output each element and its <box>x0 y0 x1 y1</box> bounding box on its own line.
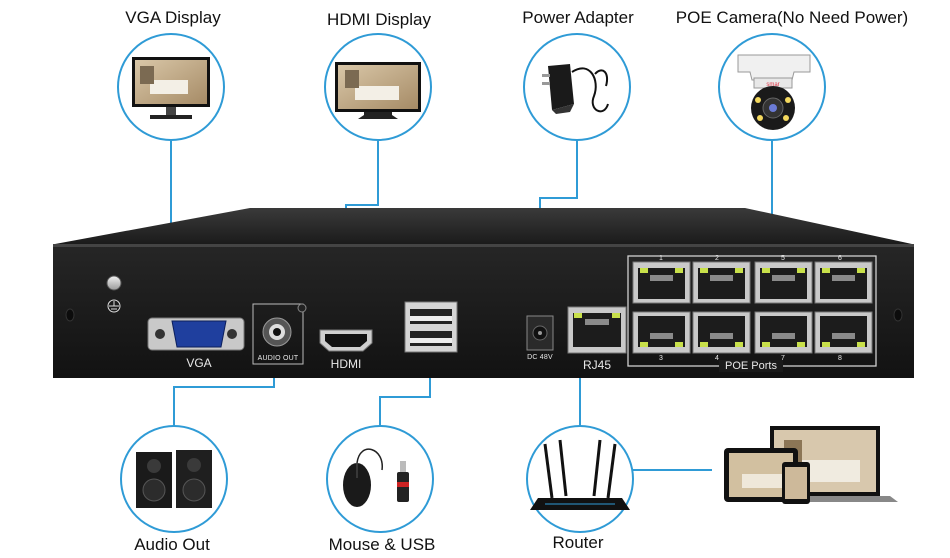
poe-port-5[interactable] <box>754 261 813 304</box>
nvr-left-screw <box>65 308 75 322</box>
power-adapter-icon <box>542 64 609 114</box>
audio-out-frame <box>252 303 304 365</box>
router-icon <box>530 439 630 510</box>
router-label: Router <box>552 533 604 552</box>
power-adapter-label: Power Adapter <box>522 8 634 27</box>
poe-port-6[interactable] <box>814 261 873 304</box>
nvr-right-screw <box>893 308 903 322</box>
usb-ports[interactable] <box>404 301 458 353</box>
rj45-panel-label: RJ45 <box>582 358 612 372</box>
dc-power-panel-label: DC 48V <box>527 354 553 361</box>
poe-port-3[interactable] <box>632 311 691 354</box>
power-adapter-circle <box>523 33 631 141</box>
port-number-2: 2 <box>714 255 720 262</box>
port-number-1: 1 <box>658 255 664 262</box>
port-number-7: 7 <box>780 355 786 362</box>
vga-display-label: VGA Display <box>125 8 221 27</box>
port-number-8: 8 <box>837 355 843 362</box>
port-number-6: 6 <box>837 255 843 262</box>
poe-ports-panel-label: POE Ports <box>719 360 783 372</box>
poe-port-2[interactable] <box>692 261 751 304</box>
poe-port-8[interactable] <box>814 311 873 354</box>
poe-port-4[interactable] <box>692 311 751 354</box>
nvr-top-surface <box>55 208 912 244</box>
audio-out-port[interactable] <box>262 317 292 347</box>
poe-port-7[interactable] <box>754 311 813 354</box>
dc-power-port[interactable] <box>526 315 554 351</box>
mouse-usb-label: Mouse & USB <box>328 535 436 554</box>
poe-ports-block <box>627 255 877 367</box>
audio-out-label: Audio Out <box>134 535 210 554</box>
port-number-5: 5 <box>780 255 786 262</box>
vga-port[interactable] <box>147 317 245 351</box>
poe-port-1[interactable] <box>632 261 691 304</box>
ground-screw-icon <box>106 275 122 313</box>
port-number-4: 4 <box>714 355 720 362</box>
hdmi-panel-label: HDMI <box>330 357 362 371</box>
nvr-recorder <box>53 208 914 378</box>
vga-monitor-icon <box>132 57 210 119</box>
hdmi-monitor-icon <box>335 62 421 119</box>
camera-brand-text: smar <box>766 82 779 88</box>
poe-camera-label: POE Camera(No Need Power) <box>675 8 909 27</box>
audio-out-panel-label: AUDIO OUT <box>257 355 299 362</box>
port-number-3: 3 <box>658 355 664 362</box>
hdmi-display-label: HDMI Display <box>327 10 431 29</box>
vga-panel-label: VGA <box>186 356 212 370</box>
speakers-icon <box>136 450 212 508</box>
hdmi-port[interactable] <box>319 329 373 352</box>
client-devices-icon <box>724 426 898 504</box>
rj45-port[interactable] <box>567 306 627 354</box>
mouse-usb-icon <box>343 448 409 507</box>
poe-camera-icon: smar <box>737 54 811 130</box>
mouse-usb-circle <box>326 425 434 533</box>
router-circle <box>526 425 634 533</box>
